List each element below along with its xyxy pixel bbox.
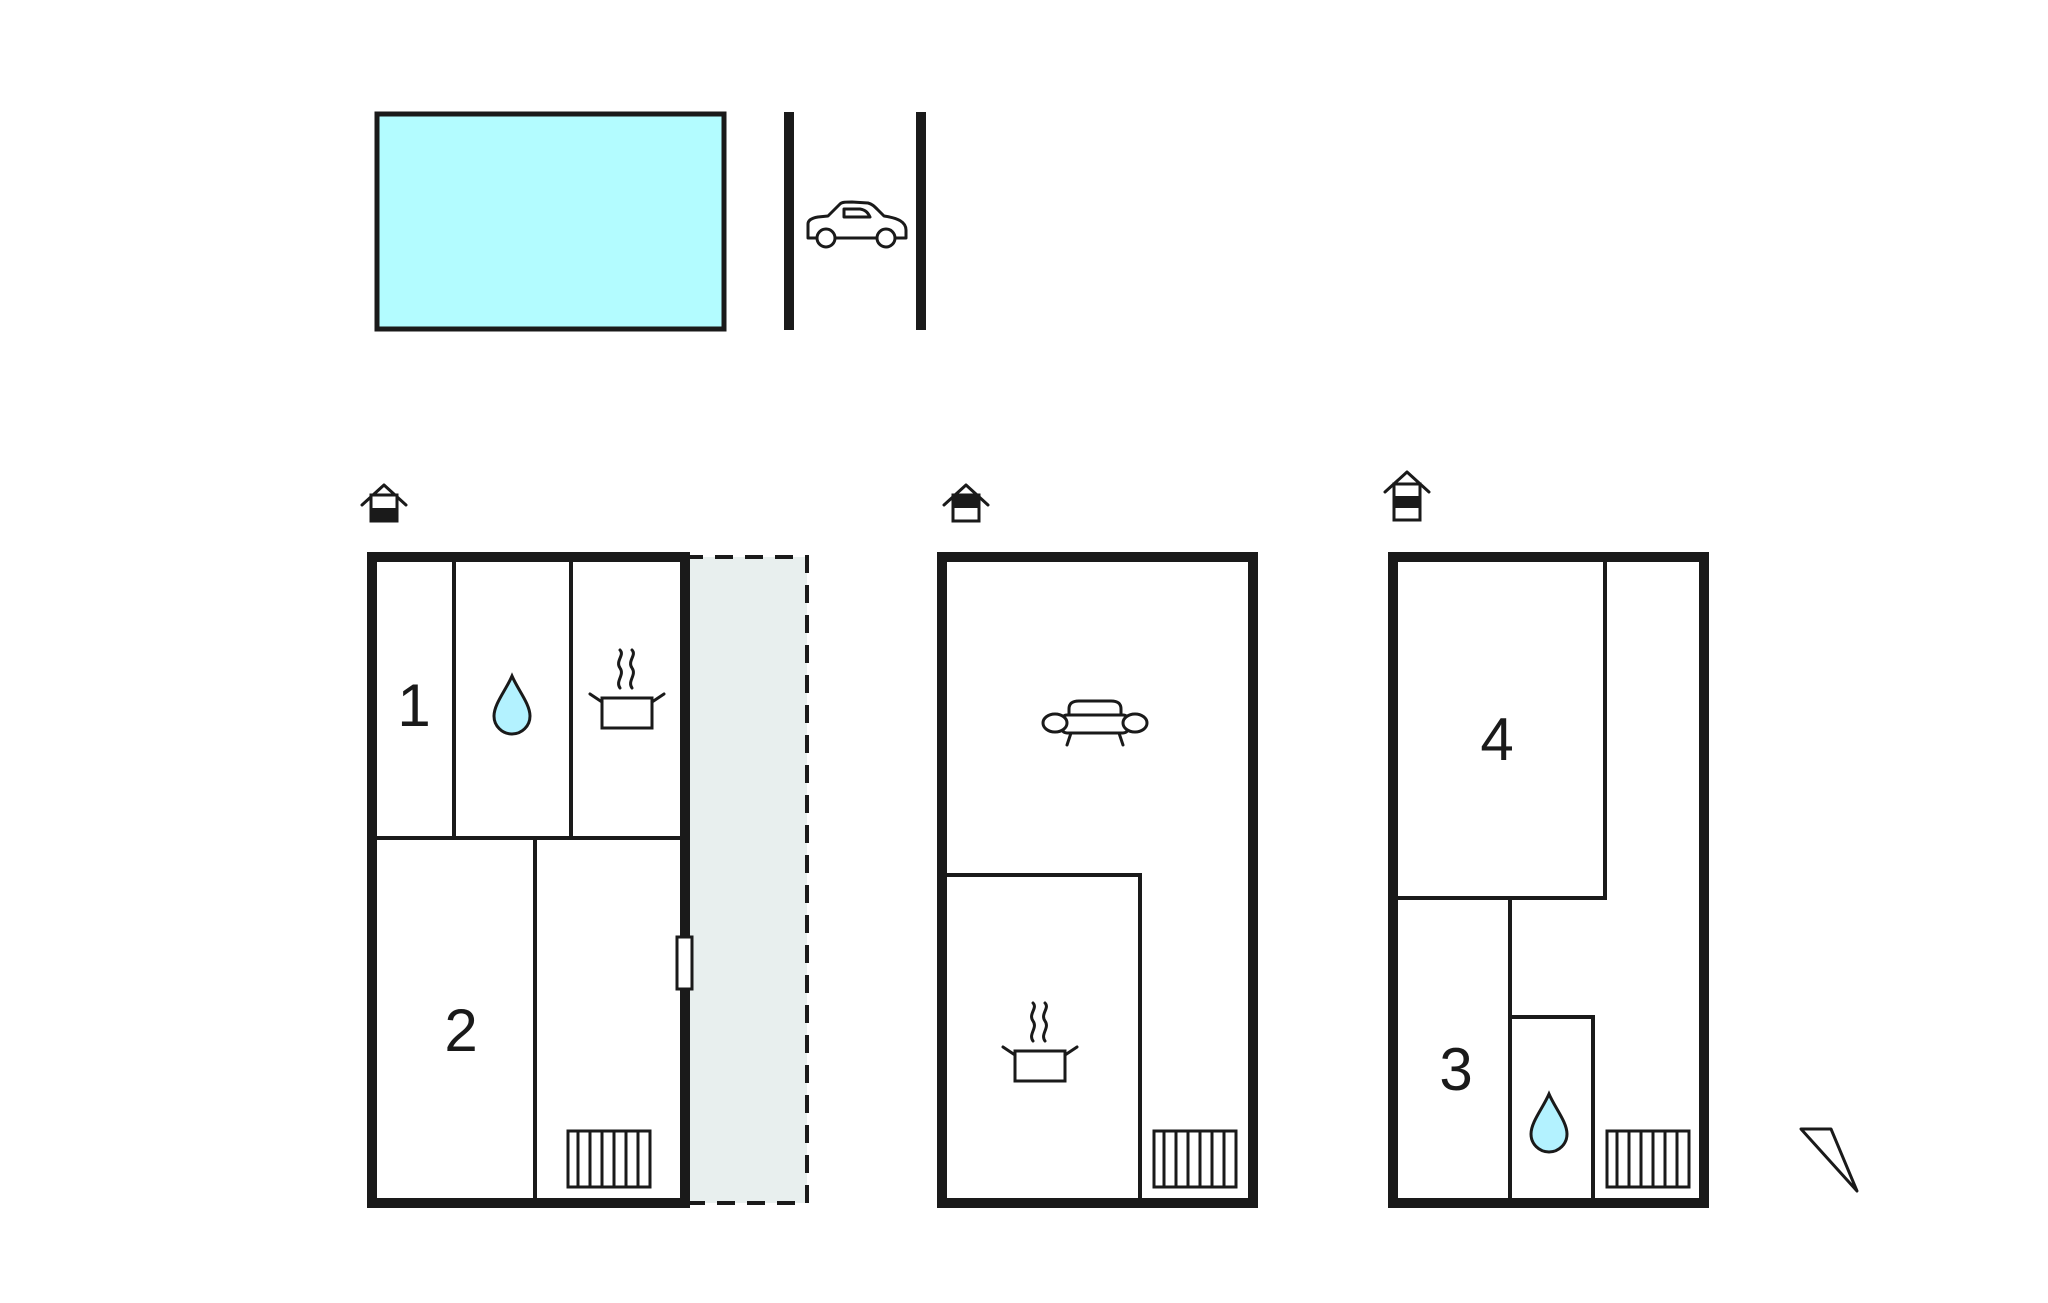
door-icon bbox=[675, 935, 694, 991]
room-label-4: 4 bbox=[1480, 706, 1513, 773]
car-icon bbox=[806, 200, 908, 249]
water-drop-icon bbox=[492, 674, 532, 736]
radiator-icon bbox=[1152, 1129, 1238, 1189]
cooking-pot-icon bbox=[1001, 1001, 1079, 1083]
room-label-3: 3 bbox=[1439, 1036, 1472, 1103]
cooking-pot-icon bbox=[588, 648, 666, 730]
floor-second-plan bbox=[1388, 552, 1709, 1208]
radiator-icon bbox=[566, 1129, 652, 1189]
terrace-area bbox=[683, 555, 809, 1205]
radiator-icon bbox=[1605, 1129, 1691, 1189]
sofa-icon bbox=[1041, 699, 1149, 747]
water-drop-icon bbox=[1529, 1092, 1569, 1154]
floor-first-icon bbox=[942, 483, 990, 523]
north-arrow-icon bbox=[1799, 1127, 1859, 1193]
parking-area bbox=[784, 112, 926, 330]
pool-area bbox=[374, 111, 727, 332]
floor-ground-plan bbox=[367, 552, 690, 1208]
room-label-1: 1 bbox=[397, 672, 430, 739]
room-label-2: 2 bbox=[444, 997, 477, 1064]
floor-first-plan bbox=[937, 552, 1258, 1208]
floor-ground-icon bbox=[360, 483, 408, 523]
floor-second-icon bbox=[1383, 470, 1431, 522]
